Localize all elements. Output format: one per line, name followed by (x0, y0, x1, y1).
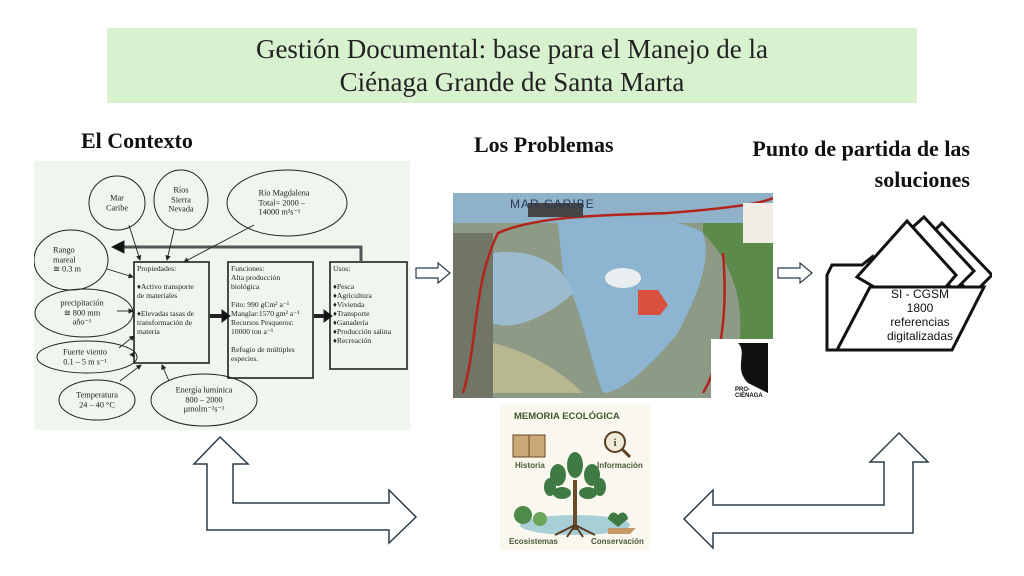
box-line: Usos: (333, 264, 351, 273)
memoria-ecologica-image: i MEMORIA ECOLÓGICA Historia Información… (500, 405, 650, 550)
map-illustration (453, 193, 773, 398)
box-line: 10000 ton a⁻¹ (231, 327, 274, 336)
box-line: ♦Recreación (333, 336, 372, 345)
title-line-1: Gestión Documental: base para el Manejo … (255, 33, 769, 64)
box-line: especies. (231, 354, 259, 363)
memoria-illustration: i (512, 431, 636, 538)
bent-arrow-left-up-icon (682, 431, 930, 550)
label-historia: Historia (515, 461, 545, 470)
box-line: ♦Activo transporte (137, 282, 194, 291)
box-line: materia (137, 327, 160, 336)
box-line (333, 273, 391, 282)
box-line (137, 300, 194, 309)
memoria-title: MEMORIA ECOLÓGICA (514, 411, 620, 422)
box-line: Funciones: (231, 264, 265, 273)
arrow-right-icon (415, 262, 451, 284)
box-line: ♦Pesca (333, 282, 355, 291)
heading-solutions-line-1: Punto de partida de las (752, 136, 970, 161)
box-line: Refugio de múltiples (231, 345, 295, 354)
diagram-shapes (34, 169, 408, 427)
box-line: ♦Elevadas tasas de (137, 309, 195, 318)
heading-problems: Los Problemas (474, 132, 614, 157)
heading-solutions: Punto de partida de las soluciones (752, 133, 970, 195)
folder-drawing (825, 214, 992, 352)
cienaga-map-image: MAR CARIBE PRO-CIÉNAGA (453, 193, 773, 398)
slide-title: Gestión Documental: base para el Manejo … (107, 28, 917, 103)
box-line (137, 273, 194, 282)
label-conservacion: Conservación (591, 537, 644, 546)
box-line: Alta producción (231, 273, 281, 282)
heading-solutions-line-2: soluciones (874, 167, 970, 192)
box-line: biológica (231, 282, 260, 291)
bent-arrow-up-right-icon (192, 435, 418, 545)
box-line: de materiales (137, 291, 178, 300)
box-line: ♦Transporte (333, 309, 370, 318)
box-line (231, 291, 299, 300)
box-line: Recursos Pesqueros: (231, 318, 294, 327)
box-line: Propiedades: (137, 264, 177, 273)
box-line: ♦Agricultura (333, 291, 372, 300)
svg-text:i: i (613, 437, 616, 449)
box-line: Fito: 990 gCm² a⁻¹ (231, 300, 290, 309)
box-line: transformación de (137, 318, 193, 327)
arrow-right-icon (777, 262, 813, 284)
title-line-2: Ciénaga Grande de Santa Marta (339, 66, 685, 97)
box-line: ♦Vivienda (333, 300, 365, 309)
box-line (231, 336, 299, 345)
heading-context: El Contexto (81, 128, 193, 153)
box-usos: Usos: ♦Pesca♦Agricultura♦Vivienda♦Transpo… (330, 262, 394, 347)
label-informacion: Información (597, 461, 643, 470)
label-ecosistemas: Ecosistemas (509, 537, 558, 546)
map-label-mar-caribe: MAR CARIBE (510, 197, 595, 211)
box-line: ♦Ganadería (333, 318, 369, 327)
pro-cienaga-logo: PRO-CIÉNAGA (735, 387, 763, 398)
box-line: Manglar:1570 gm² a⁻¹ (231, 309, 300, 318)
box-line: ♦Producción salina (333, 327, 392, 336)
